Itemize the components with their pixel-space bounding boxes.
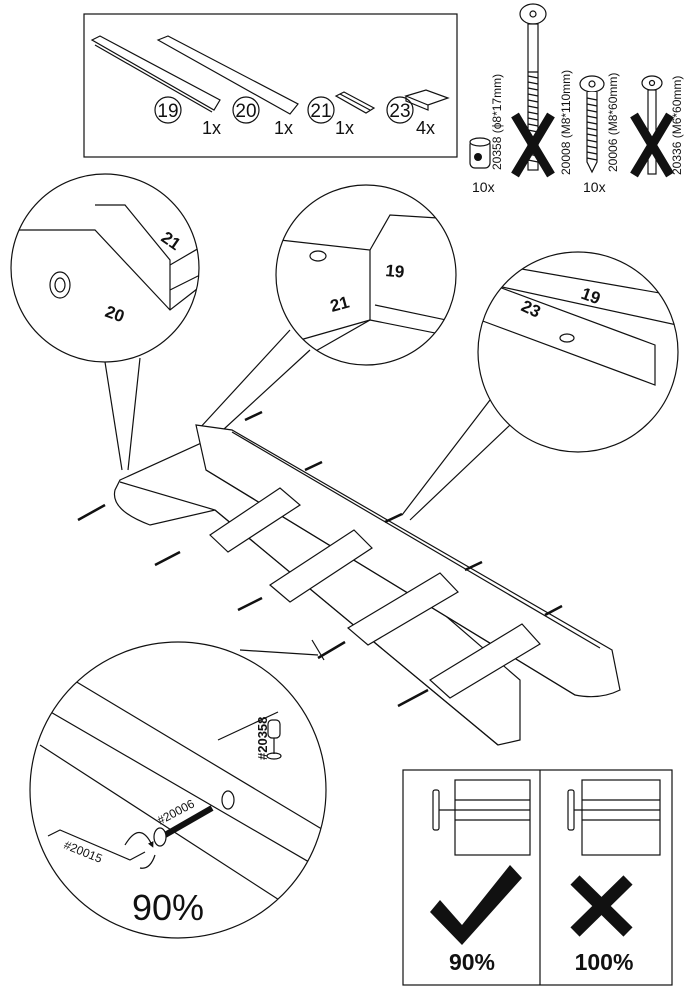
part-20-label: 20 1x — [232, 96, 293, 138]
hardware-label-20006: 20006 (M8*60mm) — [606, 73, 620, 172]
tighten-percent: 90% — [132, 887, 204, 928]
slats — [209, 487, 541, 699]
crossed-out-icon — [630, 112, 674, 178]
allen-key-icon — [47, 829, 146, 861]
label-details-left-labels-1: 20 — [103, 302, 127, 326]
hardware-label-20336: 20336 (M6*60mm) — [670, 76, 684, 175]
cross-dowel-nut-icon — [266, 719, 282, 760]
label-details-middle-labels-1: 21 — [328, 293, 351, 316]
bolt-20006-icon — [153, 790, 235, 847]
checkmark-icon — [430, 865, 522, 945]
label-parts-2-qty: 1x — [335, 118, 354, 138]
part-23-label: 23 4x — [386, 96, 435, 138]
incorrect-example: 100% — [567, 779, 661, 975]
detail-circle-left: 21 20 — [10, 173, 200, 363]
hardware-qty-20006: 10x — [583, 179, 606, 195]
label-parts-0-qty: 1x — [202, 118, 221, 138]
part-21-label: 21 1x — [307, 96, 354, 138]
bed-frame-ladder — [77, 410, 621, 746]
correct-example: 90% — [430, 779, 531, 975]
bolt-20006-icon — [579, 75, 605, 174]
long-bolt-icon — [519, 3, 547, 171]
label-parts-3-qty: 4x — [416, 118, 435, 138]
label-parts-3-number: 23 — [389, 101, 410, 122]
label-details-bottom-key: #20015 — [62, 838, 105, 866]
hardware-label-20358: 20358 (ϕ8*17mm) — [490, 74, 504, 170]
label-check_box-good: 90% — [449, 949, 495, 975]
cross-icon — [570, 875, 633, 937]
bolts — [77, 410, 563, 708]
label-parts-1-number: 20 — [235, 101, 256, 122]
label-parts-0-number: 19 — [157, 101, 178, 122]
hardware-label-20008: 20008 (M8*110mm) — [559, 70, 573, 175]
label-parts-2-number: 21 — [310, 101, 331, 122]
label-check_box-bad: 100% — [575, 949, 634, 975]
label-details-middle-labels-0: 19 — [385, 261, 406, 282]
hardware-list: 20358 (ϕ8*17mm) 10x 20008 (M8*110mm) 200… — [469, 3, 684, 195]
cross-dowel-nut-icon — [469, 137, 491, 169]
part-19-label: 19 1x — [154, 96, 221, 138]
crossed-out-icon — [511, 112, 555, 178]
hardware-qty-20358: 10x — [472, 179, 495, 195]
part-19-illustration — [90, 35, 221, 113]
part-21-illustration — [334, 91, 376, 114]
label-details-bottom-nut: #20358 — [255, 717, 270, 760]
parts-list-box: 19 1x 20 1x 21 1x 23 4x — [83, 13, 458, 158]
label-parts-1-qty: 1x — [274, 118, 293, 138]
tightening-guide-box: 90% 100% — [402, 769, 673, 986]
detail-circle-right: 19 23 — [477, 251, 679, 453]
leader-lines — [104, 329, 511, 661]
label-details-right-labels-1: 23 — [518, 296, 543, 321]
part-20-illustration — [156, 35, 299, 115]
detail-circle-middle: 19 21 — [275, 184, 457, 366]
detail-circle-bottom: #20358 #20006 #20015 90% — [29, 641, 327, 939]
